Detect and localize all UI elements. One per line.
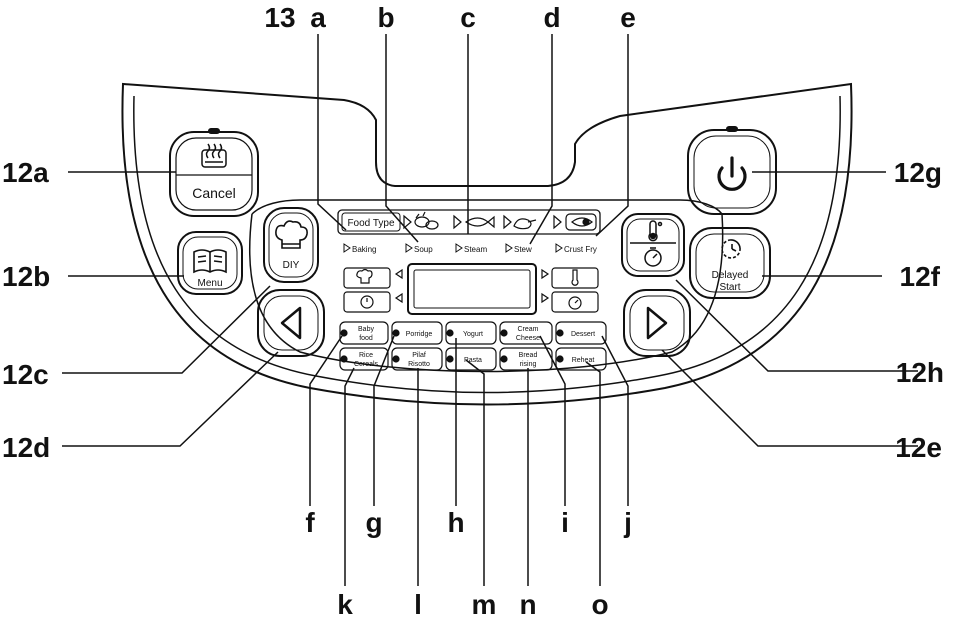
callout-12d: 12d <box>2 432 50 463</box>
label-porridge: Porridge <box>406 331 433 338</box>
chef-hat-indicator-icon <box>356 268 373 284</box>
program-reheat[interactable] <box>555 347 607 371</box>
program-rice-cereals[interactable] <box>339 347 389 371</box>
callout-i: i <box>561 507 569 538</box>
power-indicator-led <box>726 126 738 132</box>
left-arrow-button[interactable] <box>257 289 325 357</box>
vegetables-icon <box>414 211 439 230</box>
callout-13: 13 <box>264 2 295 33</box>
mode-soup: Soup <box>414 245 433 254</box>
program-buttons <box>339 321 607 371</box>
left-indicators <box>343 267 403 313</box>
callout-e: e <box>620 2 636 33</box>
clock-icon <box>721 239 741 259</box>
cancel-button[interactable]: Cancel <box>169 128 259 217</box>
menu-label: Menu <box>197 278 222 289</box>
program-cream-cheese[interactable] <box>499 321 553 345</box>
food-type-row: Food Type <box>337 209 601 235</box>
lcd-display <box>407 263 537 315</box>
right-indicators <box>541 267 599 313</box>
timer-icon <box>644 247 662 267</box>
delayed-start-label-line1: Delayed <box>712 270 749 281</box>
callout-labels: 13 a b c d e 12a 12b 12c 12d 12g 12f 12h… <box>2 2 944 619</box>
meat-icon <box>565 213 597 231</box>
program-dessert[interactable] <box>555 321 607 345</box>
label-reheat: Reheat <box>572 357 595 364</box>
label-yogurt: Yogurt <box>463 331 483 338</box>
leader-lines <box>62 34 918 586</box>
temperature-timer-button[interactable] <box>621 213 685 277</box>
callout-12b: 12b <box>2 261 50 292</box>
callout-c: c <box>460 2 476 33</box>
callout-12h: 12h <box>896 357 944 388</box>
label-rice-cereals-2: Cereals <box>354 361 379 368</box>
cancel-indicator-led <box>208 128 220 134</box>
program-porridge[interactable] <box>391 321 443 345</box>
food-type-label: Food Type <box>347 218 395 229</box>
callout-f: f <box>305 507 315 538</box>
callout-o: o <box>591 589 608 619</box>
cooking-modes-row: Baking Soup Steam Stew Crust Fry <box>343 243 597 254</box>
callout-a: a <box>310 2 326 33</box>
chicken-icon <box>513 218 537 230</box>
mode-steam: Steam <box>464 245 487 254</box>
fish-icon <box>464 215 495 229</box>
delayed-start-button[interactable]: Delayed Start <box>689 227 771 299</box>
mode-crust-fry: Crust Fry <box>564 245 597 254</box>
chef-hat-icon <box>275 220 308 249</box>
menu-button[interactable]: Menu <box>177 231 243 295</box>
label-bread-rising-2: rising <box>520 361 537 368</box>
program-yogurt[interactable] <box>445 321 497 345</box>
callout-g: g <box>365 507 382 538</box>
callout-12e: 12e <box>895 432 942 463</box>
program-pilaf-risotto[interactable] <box>391 347 443 371</box>
callout-h: h <box>447 507 464 538</box>
left-arrow-icon <box>280 306 302 340</box>
callout-n: n <box>519 589 536 619</box>
label-pilaf-risotto-2: Risotto <box>408 361 430 368</box>
callout-j: j <box>623 507 632 538</box>
label-cream-cheese-1: Cream <box>517 326 538 333</box>
label-rice-cereals-1: Rice <box>359 352 373 359</box>
callout-k: k <box>337 589 353 619</box>
callout-12a: 12a <box>2 157 49 188</box>
label-baby-food-2: food <box>359 335 373 342</box>
callout-d: d <box>543 2 560 33</box>
program-labels: Baby food Porridge Yogurt Cream Cheese D… <box>354 326 595 368</box>
book-icon <box>193 249 227 274</box>
right-arrow-button[interactable] <box>623 289 691 357</box>
thermometer-icon <box>648 220 663 242</box>
label-pilaf-risotto-1: Pilaf <box>412 352 426 359</box>
thermometer-indicator-icon <box>571 269 579 286</box>
power-button[interactable] <box>687 126 777 215</box>
power-icon <box>717 156 747 191</box>
label-dessert: Dessert <box>571 331 595 338</box>
program-pasta[interactable] <box>445 347 497 371</box>
label-pasta: Pasta <box>464 357 482 364</box>
program-baby-food[interactable] <box>339 321 389 345</box>
delayed-start-label-line2: Start <box>719 282 740 293</box>
clock-indicator-icon <box>360 295 374 309</box>
callout-b: b <box>377 2 394 33</box>
label-baby-food-1: Baby <box>358 326 374 333</box>
cancel-label: Cancel <box>192 185 236 201</box>
label-bread-rising-1: Bread <box>519 352 538 359</box>
right-arrow-icon <box>646 306 668 340</box>
diy-label: DIY <box>283 260 300 271</box>
mode-stew: Stew <box>514 245 532 254</box>
steam-icon <box>201 143 227 168</box>
diy-button[interactable]: DIY <box>263 207 319 283</box>
label-cream-cheese-2: Cheese <box>516 335 540 342</box>
callout-12c: 12c <box>2 359 49 390</box>
callout-m: m <box>472 589 497 619</box>
timer-indicator-icon <box>568 296 582 310</box>
callout-12f: 12f <box>900 261 941 292</box>
callout-l: l <box>414 589 422 619</box>
callout-12g: 12g <box>894 157 942 188</box>
mode-baking: Baking <box>352 245 376 254</box>
